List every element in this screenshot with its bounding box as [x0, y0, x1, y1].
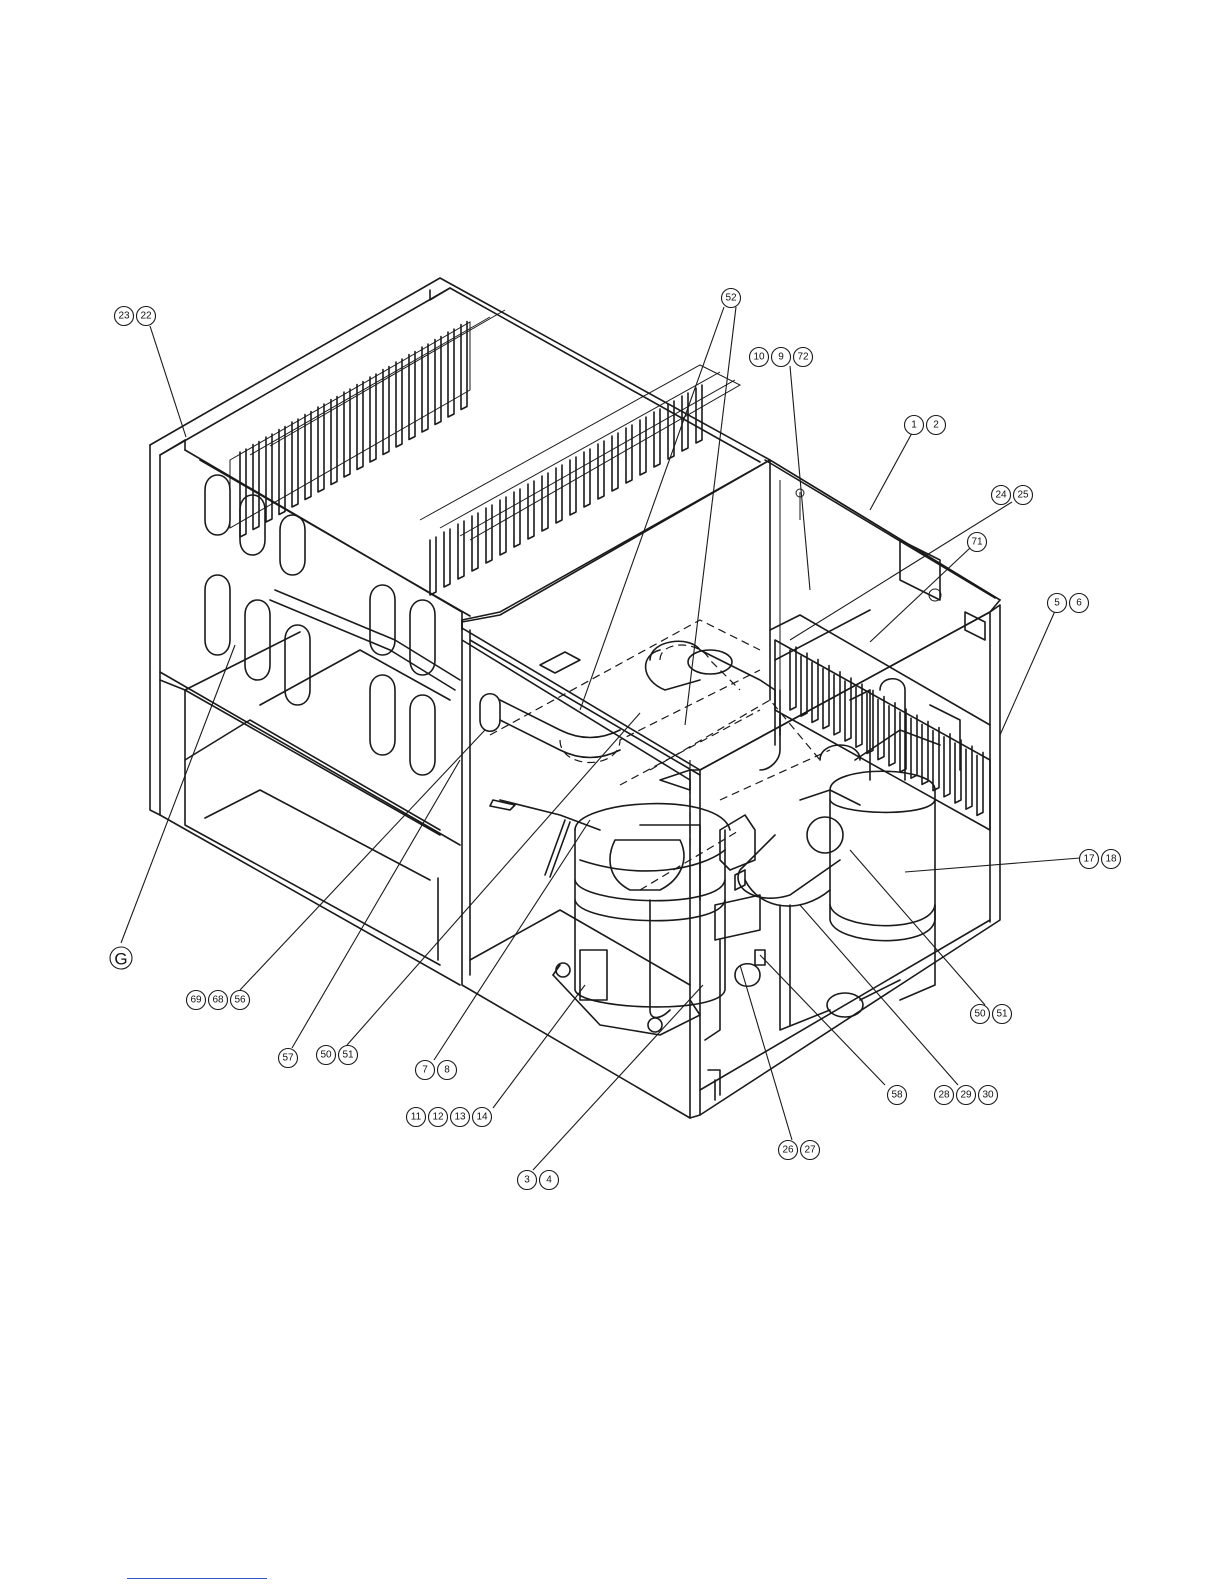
callout-label: 4: [546, 1175, 552, 1186]
callout-11-12-13-14: 11 12 13 14: [407, 1108, 492, 1127]
callout-label: 29: [960, 1090, 972, 1101]
callout-3-4: 3 4: [518, 1171, 559, 1190]
callout-label: 57: [282, 1053, 294, 1064]
fin-line: [696, 385, 702, 443]
callout-69-68-56: 69 68 56: [187, 991, 250, 1010]
cabinet-drawing: [150, 278, 1000, 1118]
callout-label: 12: [432, 1112, 444, 1123]
callout-label: 13: [454, 1112, 466, 1123]
fin-line: [801, 653, 807, 716]
callout-58: 58: [888, 1086, 907, 1105]
callout-label: 10: [753, 352, 765, 363]
callout-5-6: 5 6: [1048, 594, 1089, 613]
callout-50-51-left: 50 51: [317, 1046, 358, 1065]
callout-label: 8: [444, 1065, 450, 1076]
fin-line: [458, 521, 464, 579]
fin-line: [823, 666, 829, 729]
callout-label: 7: [422, 1065, 428, 1076]
callout-label: 52: [725, 293, 737, 304]
callout-label: 5: [1054, 598, 1060, 609]
callout-label: G: [114, 950, 127, 969]
callout-label: 11: [411, 1112, 422, 1123]
callout-label: 27: [804, 1145, 816, 1156]
fin-line: [640, 417, 646, 475]
callout-label: 50: [974, 1009, 986, 1020]
fin-line: [584, 449, 590, 507]
fin-line: [542, 473, 548, 531]
callout-label: 6: [1076, 598, 1082, 609]
callout-label: 26: [782, 1145, 794, 1156]
fin-line: [878, 697, 884, 760]
callout-label: 30: [982, 1090, 994, 1101]
callout-label: 24: [995, 490, 1007, 501]
fin-line: [430, 537, 436, 595]
callout-50-51-right: 50 51: [971, 1005, 1012, 1024]
callout-G: G: [110, 947, 132, 969]
callout-label: 71: [971, 537, 983, 548]
callout-label: 22: [140, 311, 152, 322]
callout-label: 51: [342, 1050, 354, 1061]
fin-line: [922, 721, 928, 784]
fin-line: [253, 442, 259, 530]
fin-line: [444, 529, 450, 587]
callout-label: 68: [212, 995, 224, 1006]
callout-28-29-30: 28 29 30: [935, 1086, 998, 1105]
callout-label: 58: [891, 1090, 903, 1101]
callout-label: 23: [118, 311, 130, 322]
fin-line: [790, 647, 796, 710]
callout-label: 25: [1017, 490, 1029, 501]
fin-line: [500, 497, 506, 555]
callout-label: 9: [778, 352, 784, 363]
callout-24-25: 24 25: [992, 486, 1033, 505]
fin-line: [240, 449, 246, 537]
callout-7-8: 7 8: [416, 1061, 457, 1080]
fin-line: [612, 433, 618, 491]
fin-line: [911, 715, 917, 778]
callout-17-18: 17 18: [1080, 850, 1121, 869]
fin-line: [834, 672, 840, 735]
callout-10-9-72: 10 9 72: [750, 348, 813, 367]
callout-bubbles: 23 22 52 10 9 72 1 2 24 25 71 5 6 17 18: [110, 289, 1121, 1190]
callout-71: 71: [968, 533, 987, 552]
fin-line: [654, 409, 660, 467]
callout-57: 57: [279, 1049, 298, 1068]
fin-line: [556, 465, 562, 523]
callout-label: 69: [190, 995, 202, 1006]
callout-label: 50: [320, 1050, 332, 1061]
callout-23-22: 23 22: [115, 307, 156, 326]
fin-line: [266, 434, 272, 522]
callout-26-27: 26 27: [779, 1141, 820, 1160]
callout-label: 1: [911, 420, 917, 431]
callout-1-2: 1 2: [905, 416, 946, 435]
fin-line: [626, 425, 632, 483]
callout-label: 14: [476, 1112, 488, 1123]
callout-label: 28: [938, 1090, 950, 1101]
fin-line: [486, 505, 492, 563]
fin-line: [528, 481, 534, 539]
footer-link-underline[interactable]: [127, 1578, 267, 1579]
callout-label: 18: [1105, 854, 1117, 865]
fin-line: [472, 513, 478, 571]
callout-label: 56: [234, 995, 246, 1006]
callout-52: 52: [722, 289, 741, 308]
fin-line: [933, 728, 939, 791]
callout-label: 17: [1083, 854, 1095, 865]
leader-lines: [121, 307, 1080, 1170]
fin-line: [944, 734, 950, 797]
fin-line: [966, 746, 972, 809]
callout-label: 3: [524, 1175, 530, 1186]
callout-label: 2: [933, 420, 939, 431]
callout-label: 51: [996, 1009, 1008, 1020]
fin-line: [514, 489, 520, 547]
fin-line: [570, 457, 576, 515]
callout-label: 72: [797, 352, 809, 363]
fin-line: [598, 441, 604, 499]
fin-line: [977, 752, 983, 815]
fin-line: [812, 659, 818, 722]
